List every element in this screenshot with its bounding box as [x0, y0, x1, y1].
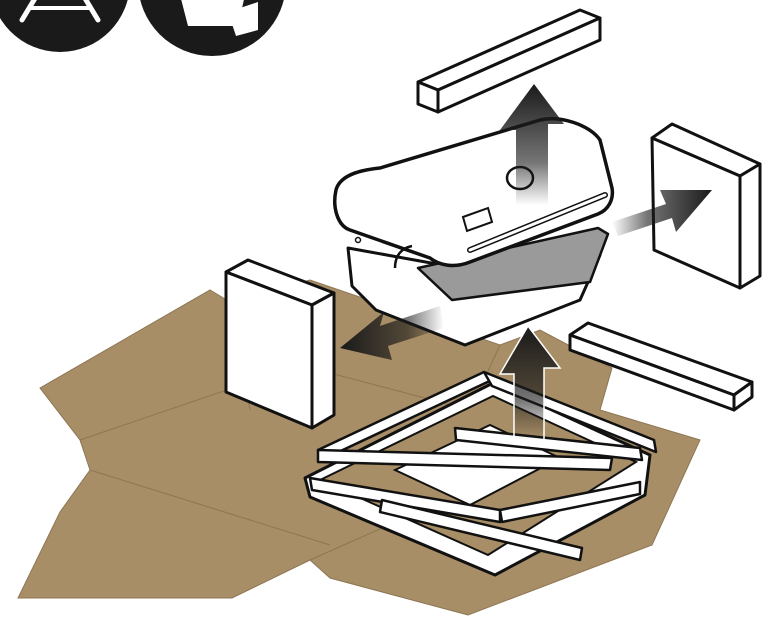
foam-block-top [416, 8, 602, 114]
arrow-left [340, 306, 444, 360]
display-panel [461, 206, 494, 233]
foam-block-right [650, 122, 762, 290]
foam-block-left [224, 258, 336, 430]
arrow-right [612, 190, 712, 236]
foam-bar-front [568, 321, 754, 412]
grill-body [333, 117, 615, 347]
two-person-lift-icon [0, 0, 128, 52]
arrow-up-from-tray [498, 324, 562, 441]
drip-pan [416, 226, 610, 302]
lift-box-icon [140, 0, 284, 56]
arrow-up-from-grill [500, 84, 564, 205]
